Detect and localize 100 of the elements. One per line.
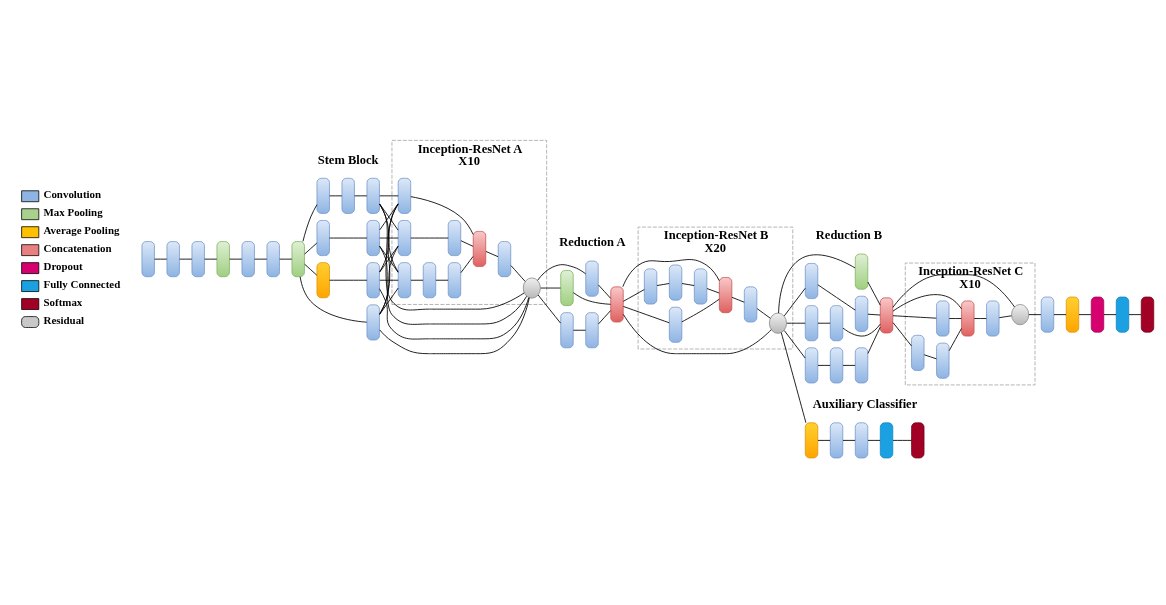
legend-label: Dropout bbox=[43, 260, 83, 273]
connector bbox=[867, 439, 881, 441]
node-box bbox=[216, 241, 230, 278]
connector bbox=[1103, 314, 1117, 316]
node-box bbox=[397, 177, 412, 214]
cluster: Inception-ResNet C X10 bbox=[904, 262, 1036, 386]
connector bbox=[1078, 314, 1092, 316]
node-box bbox=[829, 347, 844, 384]
connector bbox=[460, 240, 474, 247]
cluster: Inception-ResNet A X10 bbox=[391, 140, 548, 305]
connector bbox=[598, 284, 611, 299]
node-box bbox=[397, 220, 412, 256]
connector bbox=[622, 314, 772, 355]
legend-label: Residual bbox=[43, 314, 85, 327]
connector bbox=[1053, 314, 1067, 316]
connector bbox=[706, 288, 720, 294]
connector bbox=[379, 203, 399, 273]
connector bbox=[783, 330, 806, 359]
node-box bbox=[804, 347, 819, 384]
connector bbox=[598, 310, 611, 325]
node-box bbox=[341, 177, 355, 214]
node-box bbox=[854, 347, 869, 384]
node-box bbox=[366, 304, 380, 341]
connector bbox=[998, 315, 1012, 319]
connector bbox=[460, 256, 474, 274]
connector bbox=[622, 289, 645, 302]
connector bbox=[656, 283, 670, 286]
node-box bbox=[241, 241, 255, 278]
node-box bbox=[1140, 296, 1155, 333]
node-box bbox=[1065, 296, 1080, 333]
connector bbox=[892, 315, 937, 319]
connector bbox=[867, 326, 881, 354]
connector bbox=[973, 318, 987, 319]
node-box bbox=[366, 177, 380, 214]
connector bbox=[786, 322, 806, 324]
node-box bbox=[804, 305, 819, 342]
connector bbox=[379, 287, 399, 315]
legend-label: Concatenation bbox=[43, 242, 112, 255]
connector bbox=[681, 283, 695, 286]
node-box bbox=[936, 300, 950, 337]
node-box bbox=[397, 262, 412, 299]
node-box bbox=[316, 262, 330, 299]
connector bbox=[510, 265, 526, 282]
node-box bbox=[693, 268, 708, 305]
node-box bbox=[911, 334, 925, 371]
connector bbox=[923, 354, 937, 360]
connector bbox=[681, 298, 720, 323]
connector bbox=[302, 204, 318, 242]
node-circle bbox=[1011, 304, 1030, 326]
node-box bbox=[291, 241, 305, 278]
node-box bbox=[1090, 296, 1105, 333]
connector bbox=[1028, 314, 1042, 316]
node-box bbox=[829, 305, 844, 342]
node-box bbox=[472, 231, 487, 267]
node-box bbox=[911, 422, 925, 459]
node-box bbox=[191, 241, 205, 278]
node-box bbox=[422, 262, 437, 299]
connector bbox=[379, 288, 530, 340]
connector bbox=[783, 287, 806, 317]
connector bbox=[410, 196, 474, 235]
node-box bbox=[316, 177, 330, 214]
label: Reduction B bbox=[815, 228, 883, 243]
node-box bbox=[316, 220, 330, 256]
node-circle bbox=[768, 312, 787, 334]
node-box bbox=[366, 220, 380, 256]
node-box bbox=[266, 241, 280, 278]
connector bbox=[867, 313, 881, 316]
node-box bbox=[804, 422, 819, 459]
node-box bbox=[585, 312, 599, 349]
label: Reduction A bbox=[559, 235, 626, 250]
label: Stem Block bbox=[317, 152, 379, 167]
node-box bbox=[497, 241, 512, 278]
connector bbox=[731, 296, 745, 303]
legend-label: Convolution bbox=[43, 188, 102, 201]
legend-label: Softmax bbox=[43, 296, 83, 309]
connector bbox=[892, 322, 912, 347]
node-box bbox=[1040, 296, 1055, 333]
node-box bbox=[585, 260, 599, 297]
node-box bbox=[854, 253, 869, 290]
connector bbox=[780, 332, 807, 424]
node-box bbox=[804, 263, 819, 299]
node-box bbox=[961, 300, 975, 337]
connector bbox=[379, 203, 525, 311]
connector bbox=[537, 264, 587, 281]
connector bbox=[304, 242, 318, 255]
connector bbox=[304, 263, 318, 276]
connector bbox=[379, 245, 399, 273]
connector bbox=[573, 292, 612, 305]
node-box bbox=[936, 342, 950, 379]
connector bbox=[379, 297, 530, 355]
node-box bbox=[366, 262, 380, 299]
connector bbox=[892, 439, 912, 441]
connector bbox=[817, 284, 856, 311]
connector bbox=[622, 259, 720, 288]
node-box bbox=[560, 270, 574, 306]
node-box bbox=[166, 241, 180, 278]
connector bbox=[842, 323, 881, 337]
connector bbox=[623, 306, 670, 324]
connector bbox=[756, 308, 771, 319]
connector bbox=[379, 203, 399, 231]
